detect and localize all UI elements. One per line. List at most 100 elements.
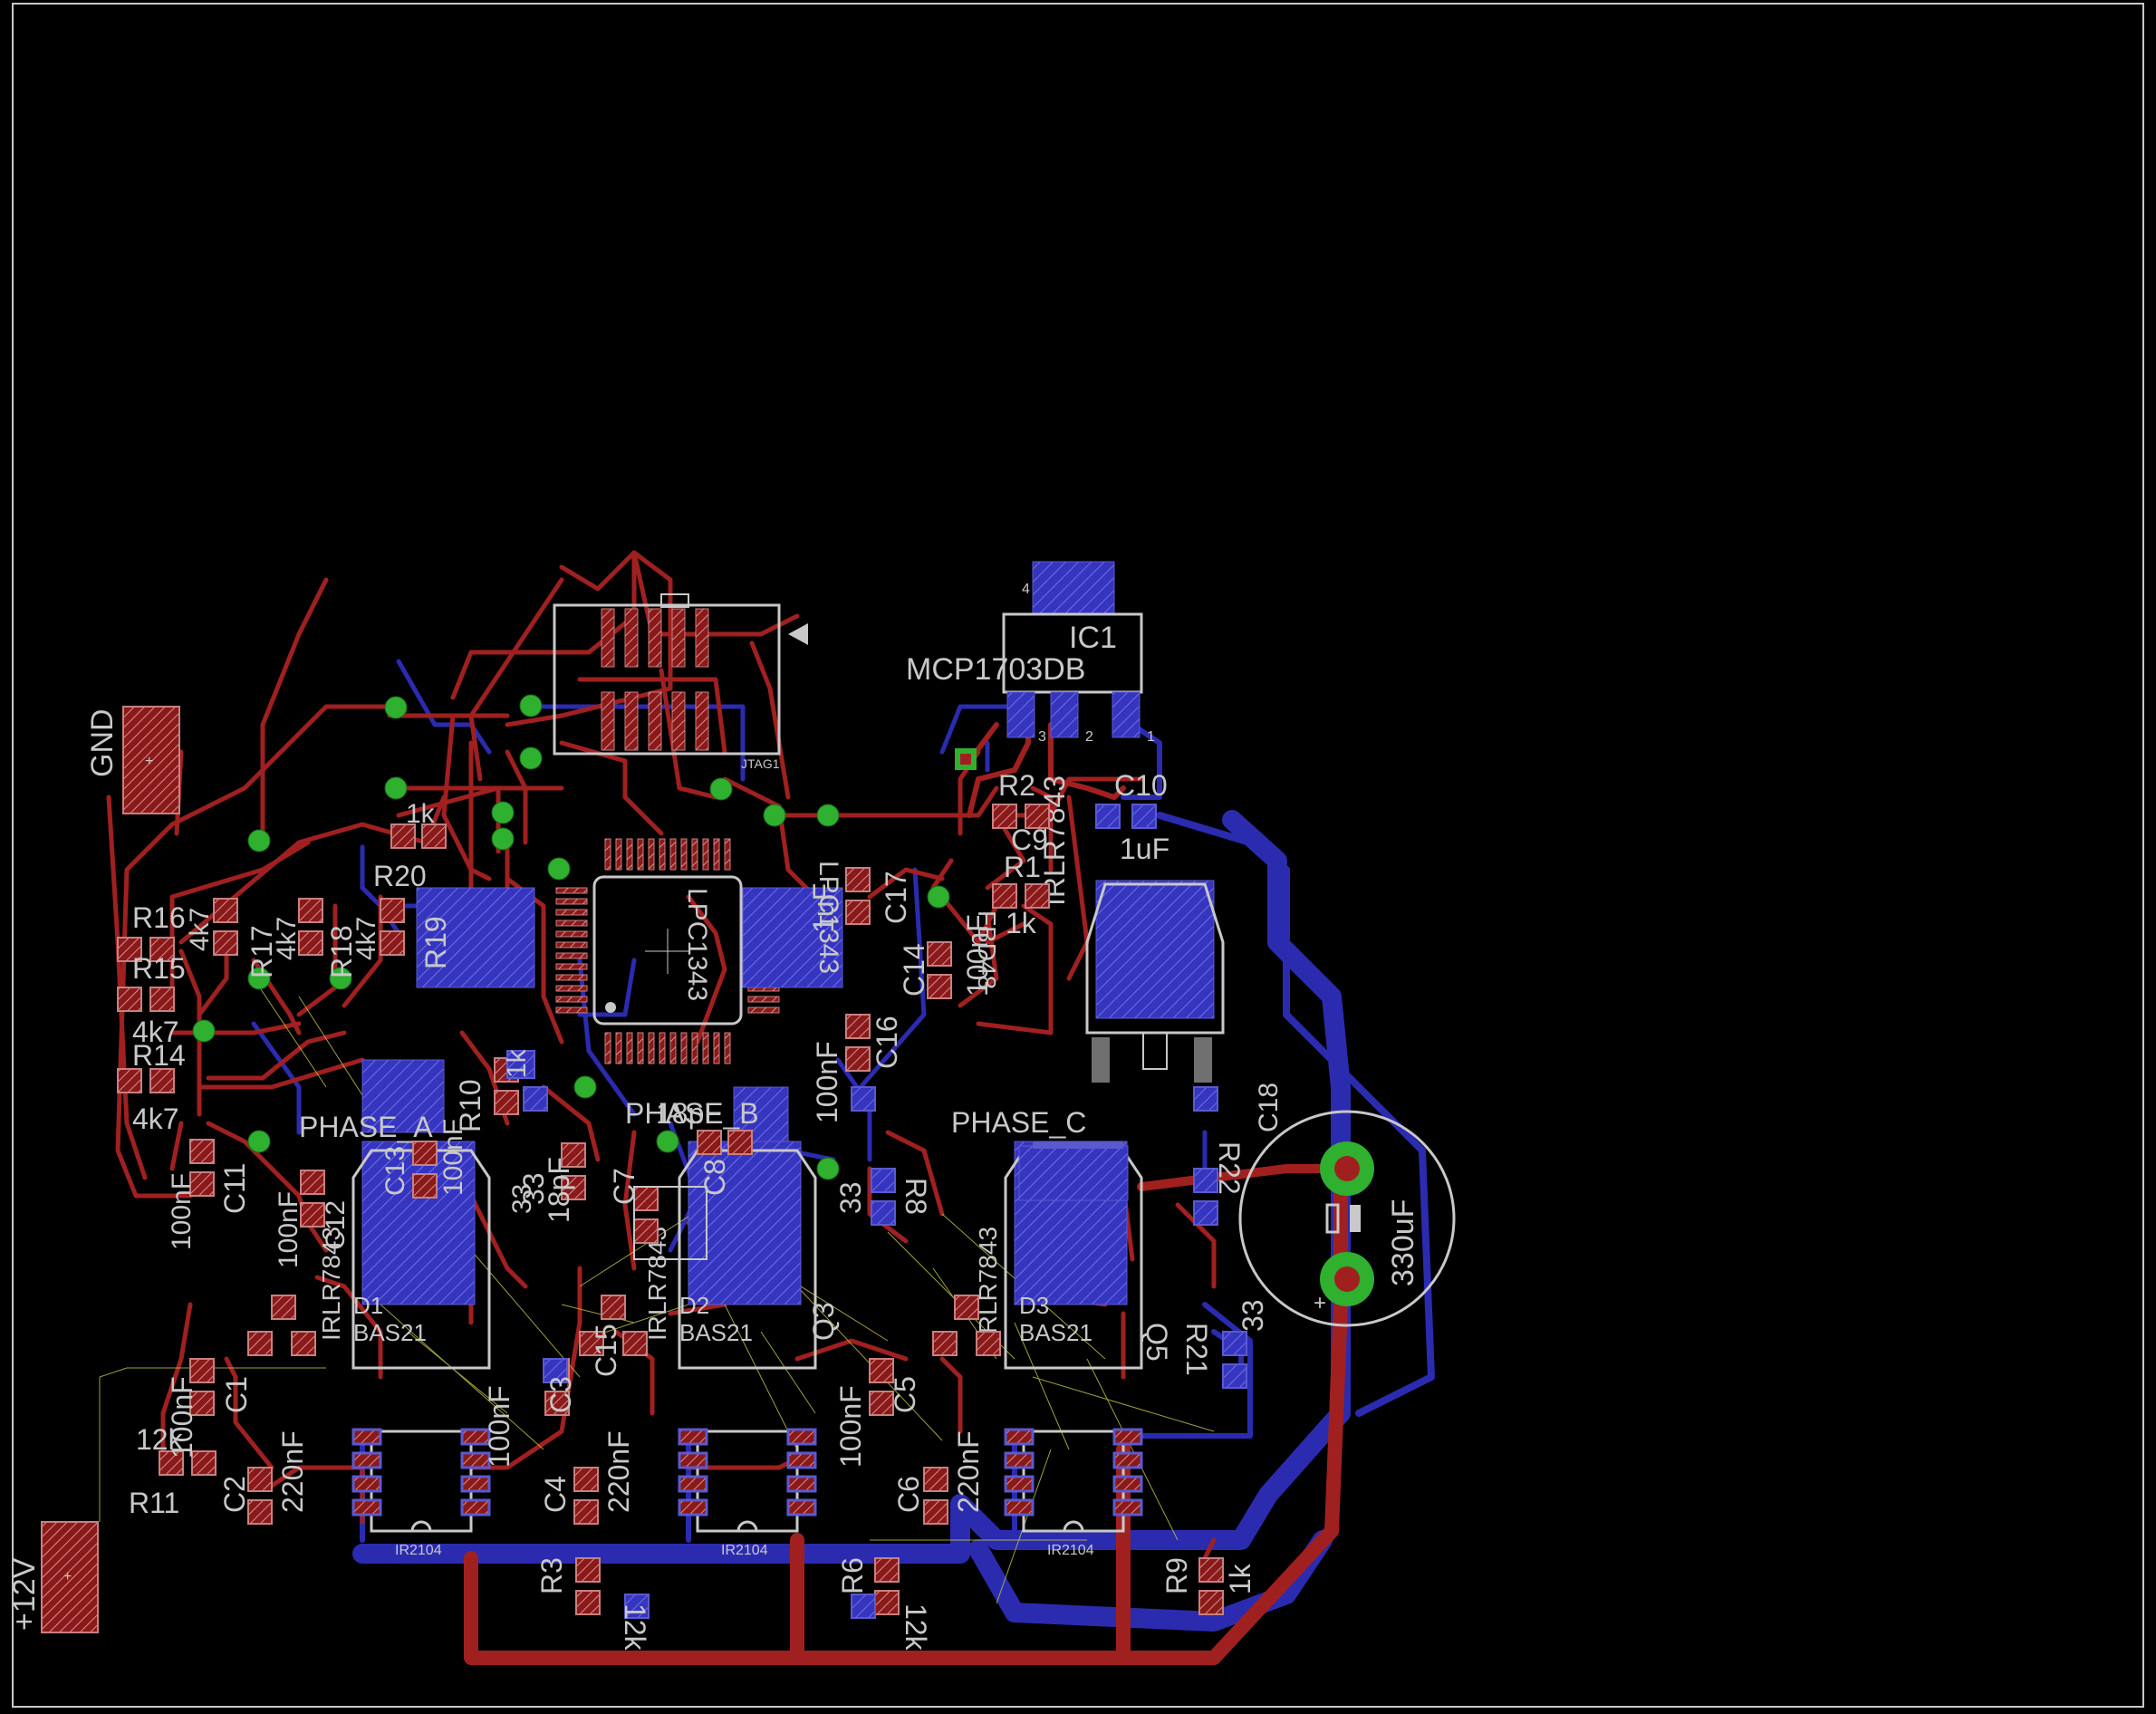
driver-a-label: IR2104 [395,1543,442,1558]
c17-name: C17 [880,871,912,924]
r10-name: R10 [454,1079,486,1132]
r21-name: R21 [1180,1323,1213,1376]
r3-name: R3 [535,1557,568,1594]
r6-name: R6 [836,1557,869,1594]
c8-name: C8 [698,1159,731,1196]
c17-value: 1uF [807,883,840,933]
c6-name: C6 [892,1476,925,1513]
gate-driver-b[interactable]: IR2104 [678,1428,817,1558]
silkscreen-labels: R16 4k7 R15 4k7 R14 4k7 R17 4k7 R18 4k7 … [129,769,1269,1651]
r17-value: 4k7 [272,917,302,960]
crystal [633,1186,707,1260]
c13-name: C13 [380,1146,410,1196]
diode-d1-name: D1 [353,1292,383,1319]
r16-name: R16 [132,901,186,934]
r1-name: R1 [1004,851,1041,883]
c2-value: 220nF [276,1430,309,1513]
mosfet-a-label: IRLR7843 [317,1227,345,1341]
phase-b-label: PHASE_B [625,1097,759,1130]
c14-name: C14 [898,943,930,997]
c18-value: 330uF [1386,1199,1420,1286]
ic1-value: MCP1703DB [906,652,1085,687]
mcu-mirror-label: LPC1343 [813,861,843,974]
r21-value: 33 [1237,1299,1269,1332]
smd-bottom-pads [506,804,1247,1619]
phase-a-stage[interactable]: PHASE_A D1 BAS21 IRLR7843 [299,1059,491,1370]
r8-value: 33 [834,1181,867,1214]
mosfet-c-label: IRLR7843 [974,1227,1002,1341]
r19-value: 1k [502,1048,532,1078]
diode-d2-value: BAS21 [679,1319,753,1346]
jtag-connector[interactable]: JTAG1 [553,593,808,771]
r14-value: 4k7 [132,1103,179,1135]
r14-name: R14 [132,1039,186,1072]
driver-c-label: IR2104 [1047,1543,1094,1558]
q5-label: Q5 [1141,1323,1173,1362]
plus12v-label: +12V [7,1557,42,1631]
crystal-value: 18pF [656,1097,722,1130]
mcu-bottom-pads: FBD48 LPC1343 [416,861,1001,989]
svg-text:+: + [63,1569,72,1584]
svg-text:+: + [145,754,153,769]
c7-value: 18pF [543,1157,575,1223]
r3-value: 12k [619,1603,651,1651]
r10-value: 33 [507,1184,537,1214]
diode-d3-value: BAS21 [1019,1319,1092,1346]
ic1-pin3: 3 [1038,729,1046,745]
r17-name: R17 [245,925,278,978]
plus12v-pad[interactable]: + +12V [7,1521,99,1633]
svg-text:+: + [1314,1291,1326,1315]
c5-name: C5 [889,1376,921,1413]
capacitor-c18[interactable]: + C18 330uF [1238,1083,1456,1327]
r16-value: 4k7 [185,908,215,951]
r6-value: 12k [900,1603,932,1651]
c7-name: C7 [608,1168,640,1205]
c12-name: C12 [321,1200,351,1250]
r22-name: R22 [1213,1141,1246,1195]
c10-name: C10 [1114,769,1168,802]
c18-name: C18 [1254,1083,1284,1132]
r20-name: R20 [373,860,427,892]
c6-value: 220nF [952,1430,985,1513]
ic1-name: IC1 [1069,621,1117,655]
mosfet-top-right[interactable]: IRLR7843 [1038,775,1225,1083]
phase-b-stage[interactable]: PHASE_B D2 BAS21 IRLR7843 [625,1086,817,1370]
smd-passives [117,804,1224,1615]
gate-driver-c[interactable]: IR2104 [1004,1428,1143,1558]
gnd-label: GND [85,708,120,777]
r9-name: R9 [1160,1557,1193,1594]
c16-name: C16 [871,1016,903,1069]
mcu-part-label: LPC1343 [682,888,712,1001]
driver-b-label: IR2104 [721,1543,768,1558]
r18-value: 4k7 [351,917,381,960]
r18-name: R18 [325,925,358,978]
vias [192,694,950,1180]
c9-value: 1uF [1120,833,1169,865]
ic1-pin4: 4 [1022,582,1030,597]
phase-a-label: PHASE_A [299,1111,433,1143]
phase-c-stage[interactable]: PHASE_C D3 BAS21 IRLR7843 [951,1106,1143,1370]
c11-name: C11 [218,1163,251,1214]
c16-value: 100nF [811,1041,843,1123]
ic1-pin1: 1 [1147,729,1155,745]
phase-c-label: PHASE_C [951,1106,1086,1139]
ic1-pin2: 2 [1085,729,1093,745]
r22-value: 33 [517,1172,550,1205]
diode-d1-value: BAS21 [353,1319,427,1346]
c3-value: 100nF [483,1385,515,1468]
c12-value: 100nF [274,1191,303,1268]
r19-name: R19 [419,916,452,969]
c5-value: 100nF [834,1385,867,1468]
c11-value: 100nF [167,1173,197,1250]
c3-name: C3 [544,1376,577,1413]
r15-value: 4k7 [132,1016,179,1048]
gate-driver-a[interactable]: IR2104 [351,1428,491,1558]
c4-value: 220nF [602,1430,635,1513]
mcu-package-label: FBD48 [973,910,1001,989]
gnd-pad[interactable]: + GND [85,706,180,814]
c2-name: C2 [218,1476,251,1513]
regulator-ic1[interactable]: 4 3 2 1 IC1 MCP1703DB [906,561,1155,745]
c14-value: 100nF [961,914,994,997]
diode-d2-name: D2 [679,1292,709,1319]
